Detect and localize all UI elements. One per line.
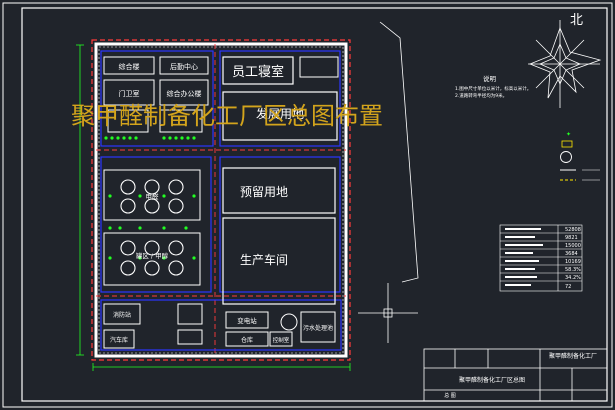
tank-farm: [103, 169, 201, 286]
wind-rose-icon: [528, 20, 602, 108]
stats-value: 34.2%: [565, 275, 581, 281]
label-warehouse: 仓库: [241, 336, 253, 344]
label-garage: 汽车库: [110, 336, 128, 344]
label-tank-group-2: 罐区 / 甲醇: [136, 251, 169, 260]
stats-row-bars: [505, 228, 543, 286]
building-production-workshop: [222, 217, 336, 305]
label-production-workshop: 生产车间: [240, 252, 288, 267]
label-reserved-land: 预留用地: [240, 185, 288, 199]
notes-line-1: 1.图中尺寸单位以米计，标高以米计。: [455, 85, 531, 92]
building-office: [103, 56, 155, 75]
building-control: [269, 331, 293, 347]
label-staff-dormitory: 员工寝室: [232, 64, 284, 80]
label-substation: 变电站: [237, 316, 257, 325]
building-fire-station: [103, 303, 141, 325]
building-small-b: [177, 329, 203, 345]
label-office: 综合楼: [119, 62, 140, 71]
label-sewage: 污水处理池: [303, 324, 333, 332]
label-tank-group-1: 甲醛: [146, 192, 160, 201]
building-garage: [103, 329, 135, 349]
label-expansion-land: 发展用地: [256, 106, 304, 121]
stats-value: 58.3%: [565, 267, 581, 273]
zone-boundaries: [100, 50, 342, 351]
plant-inner-fence: [98, 46, 344, 354]
building-gatehouse: [103, 79, 155, 106]
stats-value: 52808: [565, 227, 581, 233]
building-guard-b: [159, 109, 203, 133]
cad-crosshair-cursor: [358, 283, 418, 343]
dimension-lines: [76, 44, 351, 371]
plant-fence: [94, 42, 348, 358]
building-warehouse: [225, 331, 269, 347]
legend-symbol-1: ✦: [566, 131, 571, 138]
landscape-dots: [104, 136, 196, 140]
pool-circle: [280, 313, 298, 331]
building-small-a: [177, 303, 203, 325]
sheet-inner-border: [21, 7, 608, 402]
building-substation: [225, 311, 269, 329]
stats-value: 72: [565, 284, 571, 290]
internal-roads: [96, 44, 346, 356]
stats-value: 15000: [565, 243, 581, 249]
building-staff-dormitory: [222, 56, 294, 85]
label-control: 控制室: [273, 336, 290, 344]
plant-road-ring: [91, 39, 351, 361]
zone-expansion: [222, 91, 338, 141]
label-admin: 综合办公楼: [167, 89, 202, 98]
title-block: [423, 348, 608, 402]
stats-value: 10169: [565, 259, 581, 265]
title-block-drawing-name: 聚甲醛制备化工厂区总图: [459, 376, 525, 384]
compass-north-label: 北: [570, 13, 583, 28]
stats-value: 9821: [565, 235, 578, 241]
building-admin: [159, 79, 209, 106]
label-fire-station: 消防站: [113, 311, 131, 319]
stats-table: [499, 224, 583, 292]
title-block-company: 聚甲醛制备化工厂: [549, 352, 597, 360]
zone-reserved-land: [222, 167, 336, 214]
building-top-right: [299, 56, 339, 78]
title-block-drawing-no: 总 图: [444, 392, 456, 399]
label-gatehouse: 门卫室: [119, 89, 140, 98]
label-logistics: 后勤中心: [170, 62, 198, 71]
legend: ✦: [560, 131, 600, 181]
building-sewage: [300, 311, 336, 343]
page-title-overlay: 聚甲醛制备化工厂区总图布置: [71, 102, 383, 130]
stats-value: 3684: [565, 251, 578, 257]
building-logistics: [159, 56, 209, 75]
building-guard-a: [107, 109, 149, 133]
site-boundary-line: [379, 21, 419, 283]
notes-line-2: 2.道路转弯半径均为9米。: [455, 92, 507, 99]
stats-values: 52808 9821 15000 3684 10169 58.3% 34.2% …: [565, 227, 581, 290]
notes-heading: 说明: [483, 74, 497, 83]
